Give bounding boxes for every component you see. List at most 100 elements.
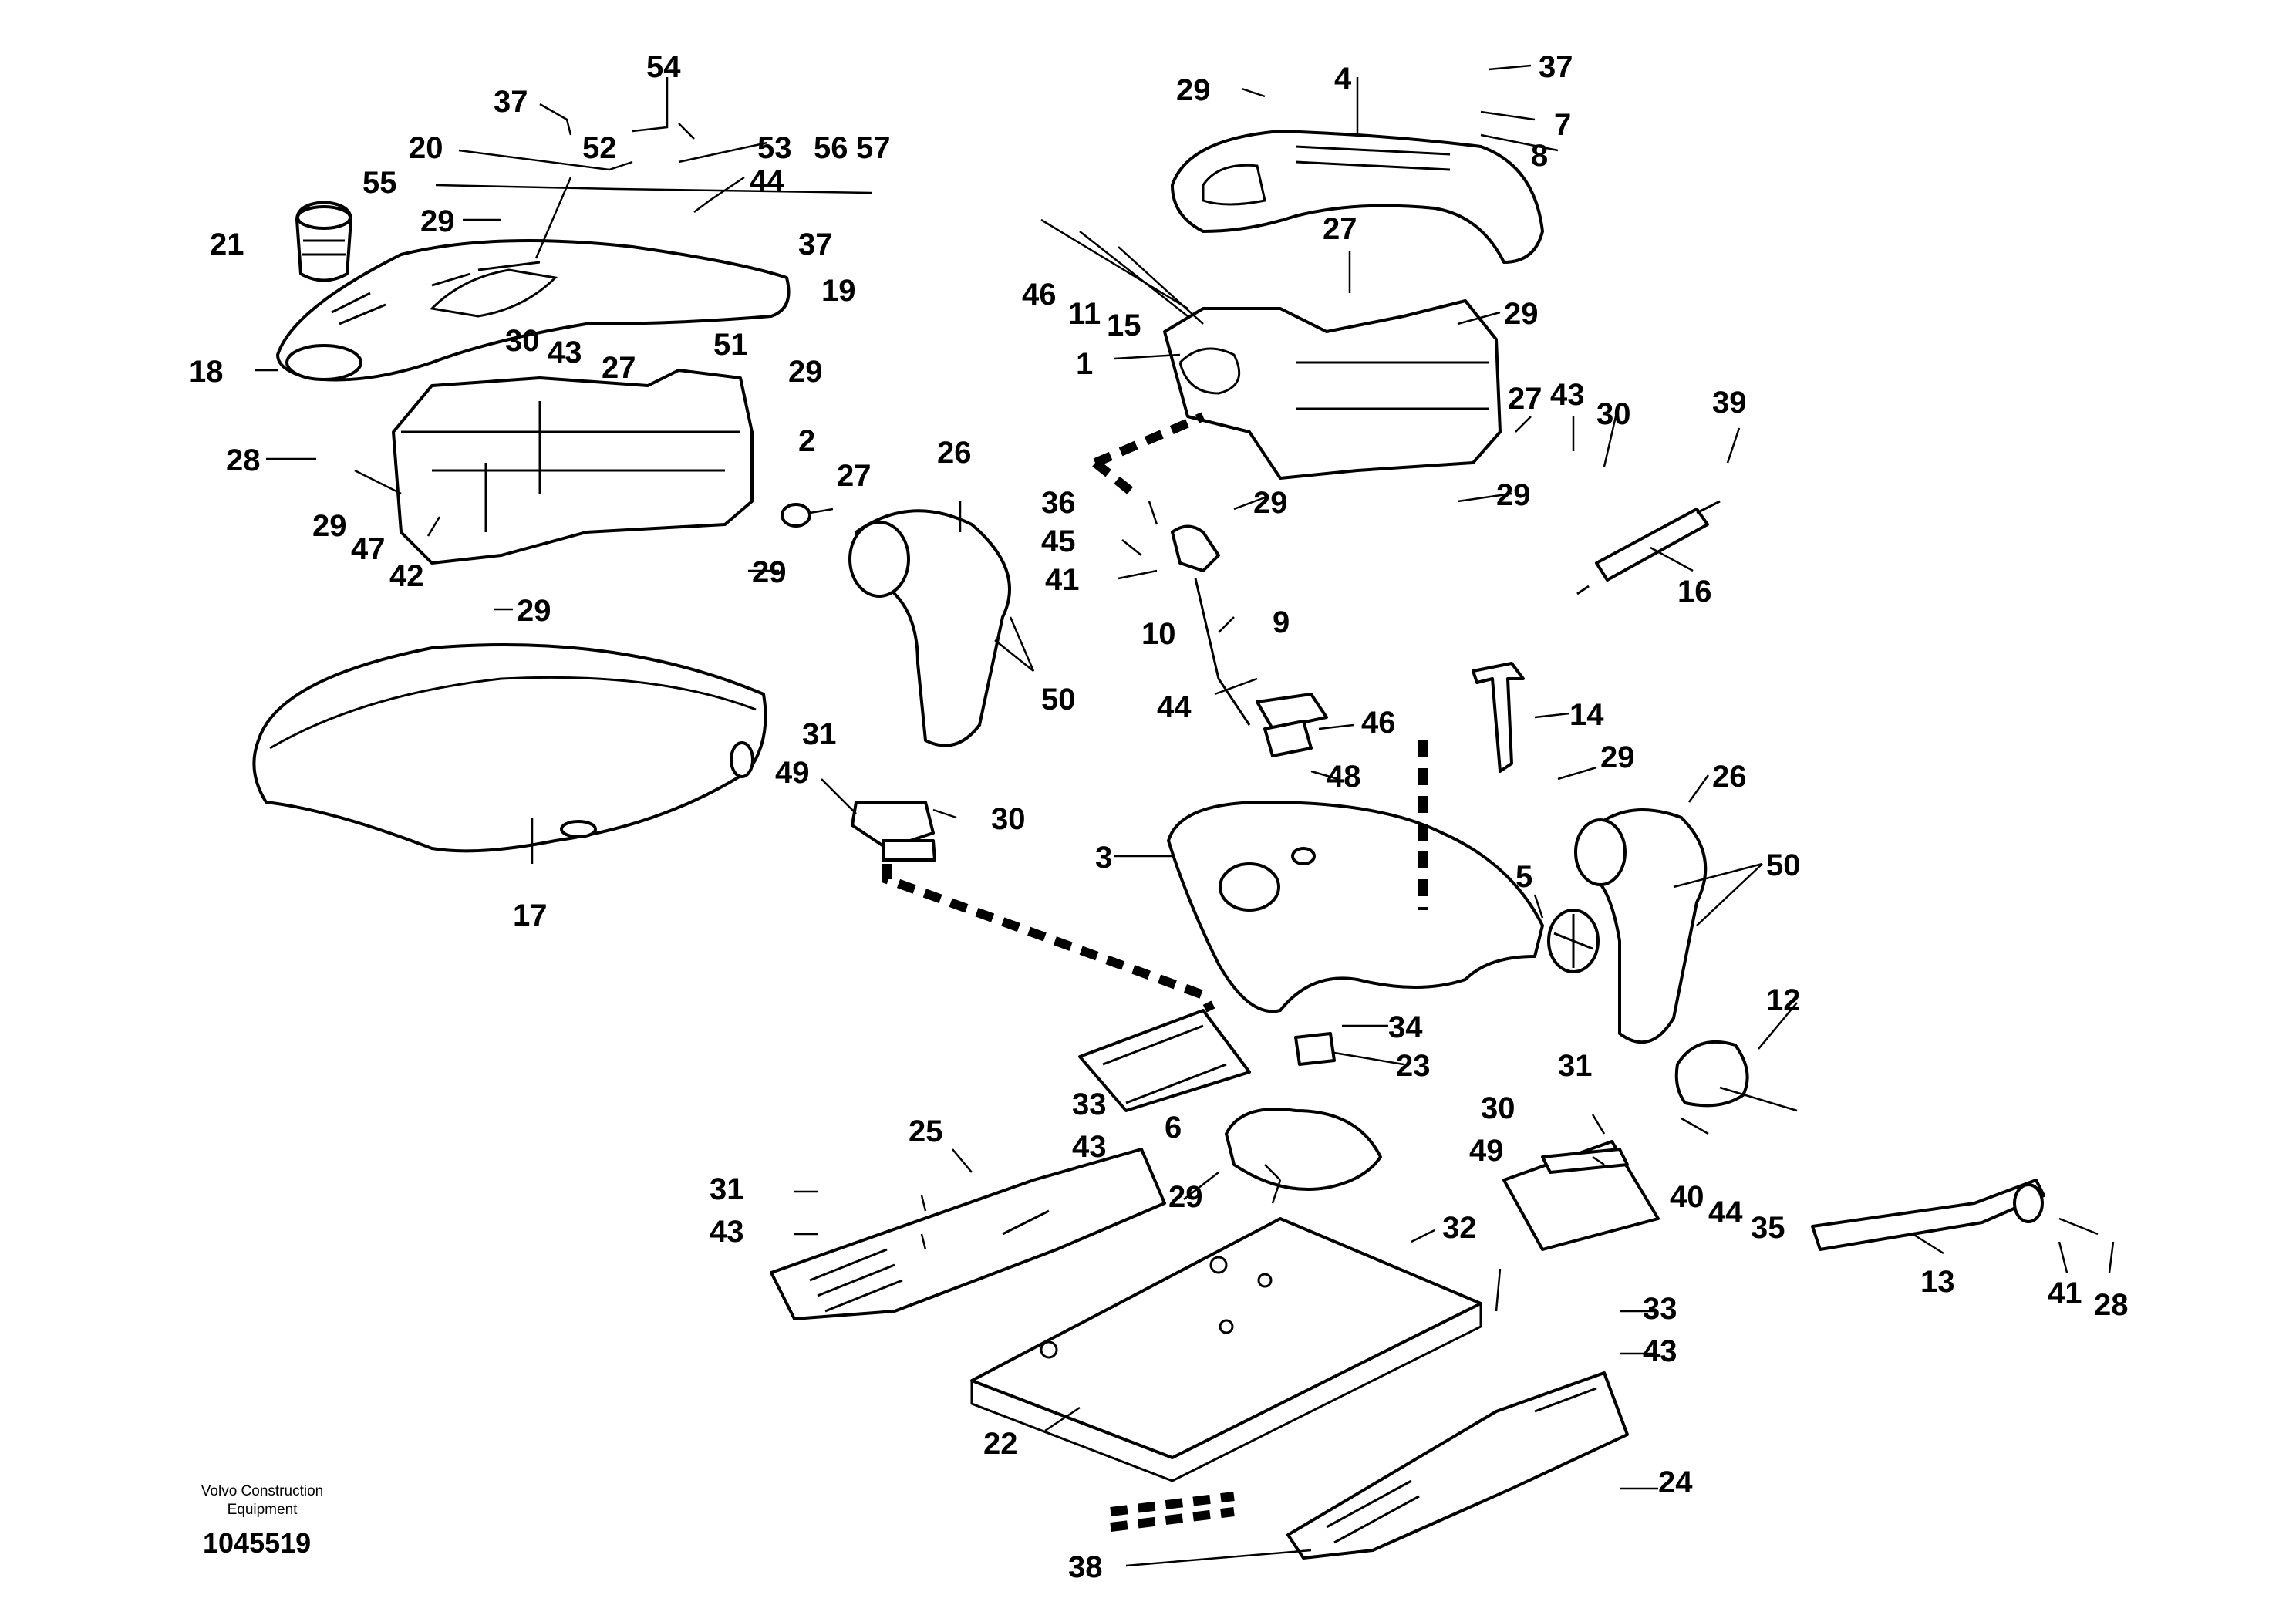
callout-15: 15 bbox=[1107, 309, 1141, 342]
callout-51: 51 bbox=[713, 328, 748, 362]
callout-37: 37 bbox=[798, 228, 833, 261]
callout-43: 43 bbox=[1550, 378, 1585, 412]
callout-13: 13 bbox=[1920, 1265, 1955, 1299]
armrest-bracket-14 bbox=[1472, 662, 1525, 773]
callout-57: 57 bbox=[856, 131, 891, 165]
callout-17: 17 bbox=[513, 899, 548, 932]
callout-40: 40 bbox=[1670, 1180, 1704, 1214]
joystick-knob-21 bbox=[295, 201, 352, 282]
air-duct-right-26 bbox=[1574, 808, 1708, 1044]
callout-50: 50 bbox=[1766, 848, 1801, 882]
callout-26: 26 bbox=[1712, 760, 1747, 794]
callout-24: 24 bbox=[1658, 1465, 1693, 1499]
callout-labels: 54 37 20 52 53 55 44 56 57 29 37 21 19 1… bbox=[189, 50, 2129, 1584]
callout-41: 41 bbox=[2048, 1276, 2082, 1310]
callout-8: 8 bbox=[1531, 139, 1548, 173]
publisher-line-1: Volvo Construction bbox=[201, 1483, 324, 1499]
mounting-plate-22 bbox=[970, 1217, 1482, 1482]
callout-29: 29 bbox=[1253, 486, 1288, 520]
callout-12: 12 bbox=[1766, 983, 1801, 1017]
callout-44: 44 bbox=[1708, 1195, 1743, 1229]
right-console-frame-1 bbox=[1163, 299, 1502, 480]
callout-30: 30 bbox=[991, 802, 1026, 836]
callout-27: 27 bbox=[1508, 382, 1542, 416]
end-cap-12 bbox=[1674, 1040, 1749, 1108]
callout-29: 29 bbox=[517, 594, 551, 628]
callout-29: 29 bbox=[1496, 478, 1531, 512]
callout-7: 7 bbox=[1554, 108, 1571, 142]
callout-48: 48 bbox=[1327, 760, 1361, 794]
callout-34: 34 bbox=[1388, 1010, 1423, 1044]
callout-29: 29 bbox=[312, 509, 347, 543]
callout-10: 10 bbox=[1141, 617, 1176, 651]
callout-53: 53 bbox=[757, 131, 792, 165]
cable-route-bottom bbox=[1110, 1492, 1235, 1532]
callout-6: 6 bbox=[1165, 1111, 1182, 1145]
callout-27: 27 bbox=[837, 459, 872, 493]
callout-29: 29 bbox=[1600, 740, 1635, 774]
callout-29: 29 bbox=[788, 355, 823, 389]
callout-31: 31 bbox=[710, 1172, 744, 1206]
leader-lines bbox=[255, 64, 2115, 1567]
callout-49: 49 bbox=[1469, 1134, 1504, 1168]
callout-55: 55 bbox=[362, 166, 397, 200]
callout-31: 31 bbox=[1558, 1049, 1593, 1083]
callout-29: 29 bbox=[420, 204, 455, 238]
callout-43: 43 bbox=[1072, 1130, 1107, 1164]
callout-43: 43 bbox=[710, 1215, 744, 1249]
callout-37: 37 bbox=[1539, 50, 1573, 84]
callout-46: 46 bbox=[1022, 278, 1057, 312]
callout-27: 27 bbox=[1323, 212, 1357, 246]
right-armrest-cover-4 bbox=[1171, 130, 1544, 264]
callout-46: 46 bbox=[1361, 706, 1396, 740]
right-console-shroud-3 bbox=[1167, 801, 1544, 1013]
callout-16: 16 bbox=[1677, 575, 1712, 609]
cable-route-left bbox=[882, 864, 1215, 1013]
left-armrest-cover-18 bbox=[276, 239, 791, 382]
callout-30: 30 bbox=[1596, 397, 1631, 431]
publisher-line-2: Equipment bbox=[227, 1502, 298, 1518]
callout-29: 29 bbox=[1168, 1180, 1203, 1214]
clip-23 bbox=[1294, 1032, 1336, 1066]
vent-outlet-49-left bbox=[851, 801, 936, 862]
callout-44: 44 bbox=[1157, 690, 1192, 724]
callout-20: 20 bbox=[409, 131, 443, 165]
air-duct-left-26 bbox=[848, 509, 1011, 747]
callout-45: 45 bbox=[1041, 524, 1076, 558]
callout-32: 32 bbox=[1442, 1211, 1477, 1245]
callout-39: 39 bbox=[1712, 386, 1747, 420]
callout-19: 19 bbox=[821, 274, 856, 308]
callout-30: 30 bbox=[1481, 1091, 1515, 1125]
callout-56: 56 bbox=[814, 131, 848, 165]
callout-18: 18 bbox=[189, 355, 224, 389]
callout-37: 37 bbox=[494, 85, 528, 119]
switch-bracket-10 bbox=[1171, 524, 1251, 726]
callout-14: 14 bbox=[1569, 698, 1604, 732]
callout-5: 5 bbox=[1515, 860, 1532, 894]
callout-44: 44 bbox=[750, 164, 784, 198]
callout-3: 3 bbox=[1095, 841, 1112, 875]
callout-42: 42 bbox=[389, 559, 424, 593]
callout-50: 50 bbox=[1041, 683, 1076, 717]
callout-22: 22 bbox=[983, 1427, 1018, 1461]
callout-31: 31 bbox=[802, 717, 837, 751]
callout-1: 1 bbox=[1076, 347, 1093, 381]
callout-29: 29 bbox=[1176, 73, 1211, 107]
duct-panel-24 bbox=[1286, 1371, 1629, 1560]
callout-28: 28 bbox=[2094, 1288, 2129, 1322]
callout-30: 30 bbox=[505, 324, 540, 358]
publisher-caption: Volvo Construction Equipment bbox=[170, 1482, 355, 1519]
callout-49: 49 bbox=[775, 756, 810, 790]
callout-54: 54 bbox=[646, 50, 681, 84]
duct-panel-25 bbox=[770, 1148, 1166, 1320]
callout-4: 4 bbox=[1334, 62, 1352, 96]
callout-38: 38 bbox=[1068, 1550, 1103, 1584]
cable-route-upper bbox=[1092, 412, 1205, 497]
vent-housing-left bbox=[1078, 1009, 1251, 1112]
callout-29: 29 bbox=[752, 555, 787, 589]
callout-33: 33 bbox=[1072, 1088, 1107, 1121]
vent-housing-right bbox=[1502, 1140, 1660, 1251]
callout-9: 9 bbox=[1273, 605, 1290, 639]
callout-11: 11 bbox=[1068, 297, 1101, 331]
